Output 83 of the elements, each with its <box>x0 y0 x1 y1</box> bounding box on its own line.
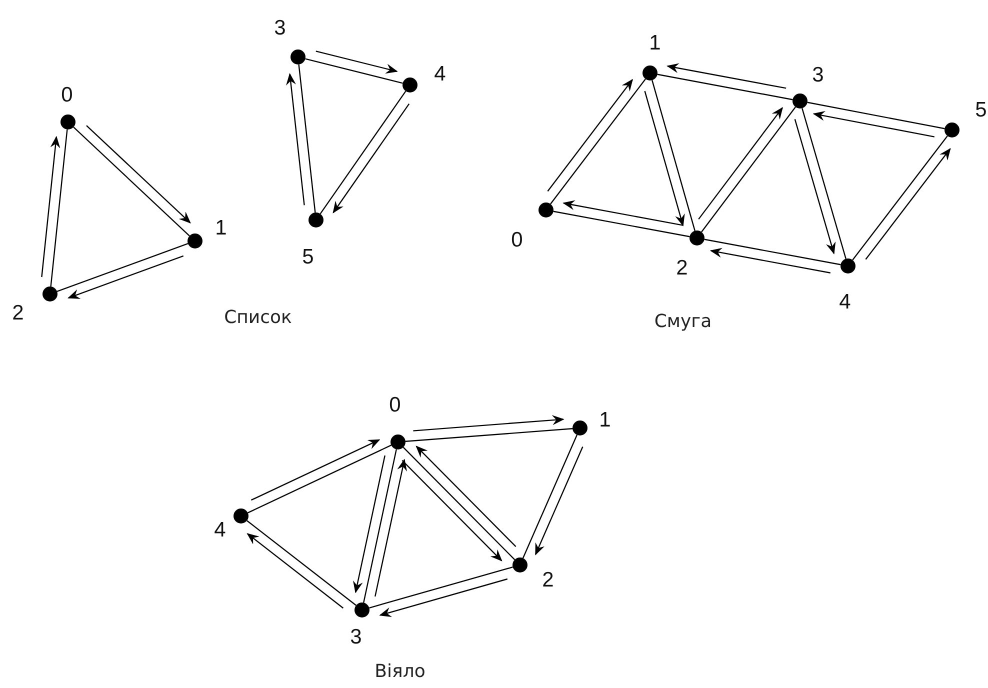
direction-arrow <box>353 455 386 594</box>
direction-arrow <box>644 90 685 226</box>
direction-arrow <box>379 578 508 617</box>
vertex-number: 4 <box>434 64 446 84</box>
vertex-dot <box>538 202 554 218</box>
triangle-edge-line <box>652 80 696 231</box>
vertex-number: 0 <box>389 394 401 416</box>
vertex-dot <box>354 602 370 618</box>
vertex-number: 4 <box>214 520 226 540</box>
direction-arrow <box>812 110 935 138</box>
direction-arrow <box>286 73 305 206</box>
direction-arrow <box>865 148 951 260</box>
vertex-dot <box>792 94 808 108</box>
direction-arrow <box>68 255 184 299</box>
vertex-dot <box>642 66 658 80</box>
triangle-edge-line <box>56 243 188 292</box>
caption: Смуга <box>654 313 712 331</box>
triangle-edge-line <box>802 108 846 259</box>
direction-arrow <box>794 119 836 254</box>
direction-arrow <box>374 458 407 597</box>
direction-arrow <box>250 439 380 501</box>
vertex-dot <box>402 78 418 92</box>
triangle-edge-line <box>701 106 796 232</box>
direction-arrow <box>41 136 60 278</box>
triangle-edge-line <box>522 434 578 558</box>
direction-arrow <box>86 125 191 224</box>
direction-arrow <box>402 460 502 562</box>
vertex-dot <box>390 434 406 450</box>
direction-arrow <box>413 415 564 432</box>
direction-arrow <box>562 200 684 226</box>
direction-arrow <box>535 446 584 556</box>
vertex-number: 5 <box>302 246 314 268</box>
vertex-dot <box>290 50 306 64</box>
direction-arrow <box>416 446 516 548</box>
vertex-number: 2 <box>542 570 554 590</box>
vertex-dot <box>188 234 202 248</box>
vertex-dot <box>60 114 76 130</box>
vertex-dot <box>512 558 528 572</box>
direction-arrow <box>710 248 830 274</box>
vertex-dot <box>234 508 248 524</box>
triangle-edge-line <box>50 129 68 287</box>
vertex-number: 3 <box>812 64 824 86</box>
triangle-edge-line <box>657 74 793 100</box>
triangle-edge-line <box>550 78 646 204</box>
vertex-dot <box>308 212 324 228</box>
vertex-dot <box>944 122 960 138</box>
vertex-dot <box>840 258 856 274</box>
vertex-number: 0 <box>61 84 73 106</box>
triangle-edge-line <box>73 126 190 236</box>
triangle-edge-line <box>405 428 573 442</box>
direction-arrow <box>316 50 398 74</box>
triangle-edge-line <box>305 58 403 84</box>
vertex-number: 2 <box>676 258 688 278</box>
triangle-edge-line <box>553 210 690 238</box>
vertex-number: 1 <box>599 410 611 430</box>
vertex-dot <box>690 230 704 246</box>
caption: Список <box>224 309 292 327</box>
vertex-number: 0 <box>511 230 523 250</box>
vertex-number: 4 <box>839 292 851 312</box>
vertex-number: 5 <box>975 100 987 120</box>
triangle-edge-line <box>248 444 392 514</box>
vertex-number: 1 <box>215 218 227 238</box>
triangle-edge-line <box>807 102 945 130</box>
direction-arrow <box>698 107 783 220</box>
triangle-edge-line <box>246 520 356 606</box>
caption: Віяло <box>374 663 426 681</box>
vertex-number: 3 <box>274 18 286 38</box>
vertex-number: 1 <box>649 32 661 54</box>
vertex-dot <box>42 286 58 302</box>
direction-arrow <box>547 78 633 192</box>
vertex-number: 2 <box>12 302 24 324</box>
direction-arrow <box>246 533 344 609</box>
triangle-edge-line <box>402 446 516 560</box>
direction-arrow <box>332 103 410 214</box>
triangle-edge-line <box>363 449 397 603</box>
triangle-edge-line <box>852 136 948 260</box>
triangle-edge-line <box>369 566 513 608</box>
vertex-number: 3 <box>350 626 362 648</box>
direction-arrow <box>666 63 786 89</box>
triangle-edge-line <box>298 64 316 213</box>
triangle-edge-line <box>704 238 841 266</box>
triangle-edge-line <box>320 90 406 214</box>
vertex-dot <box>572 420 588 436</box>
